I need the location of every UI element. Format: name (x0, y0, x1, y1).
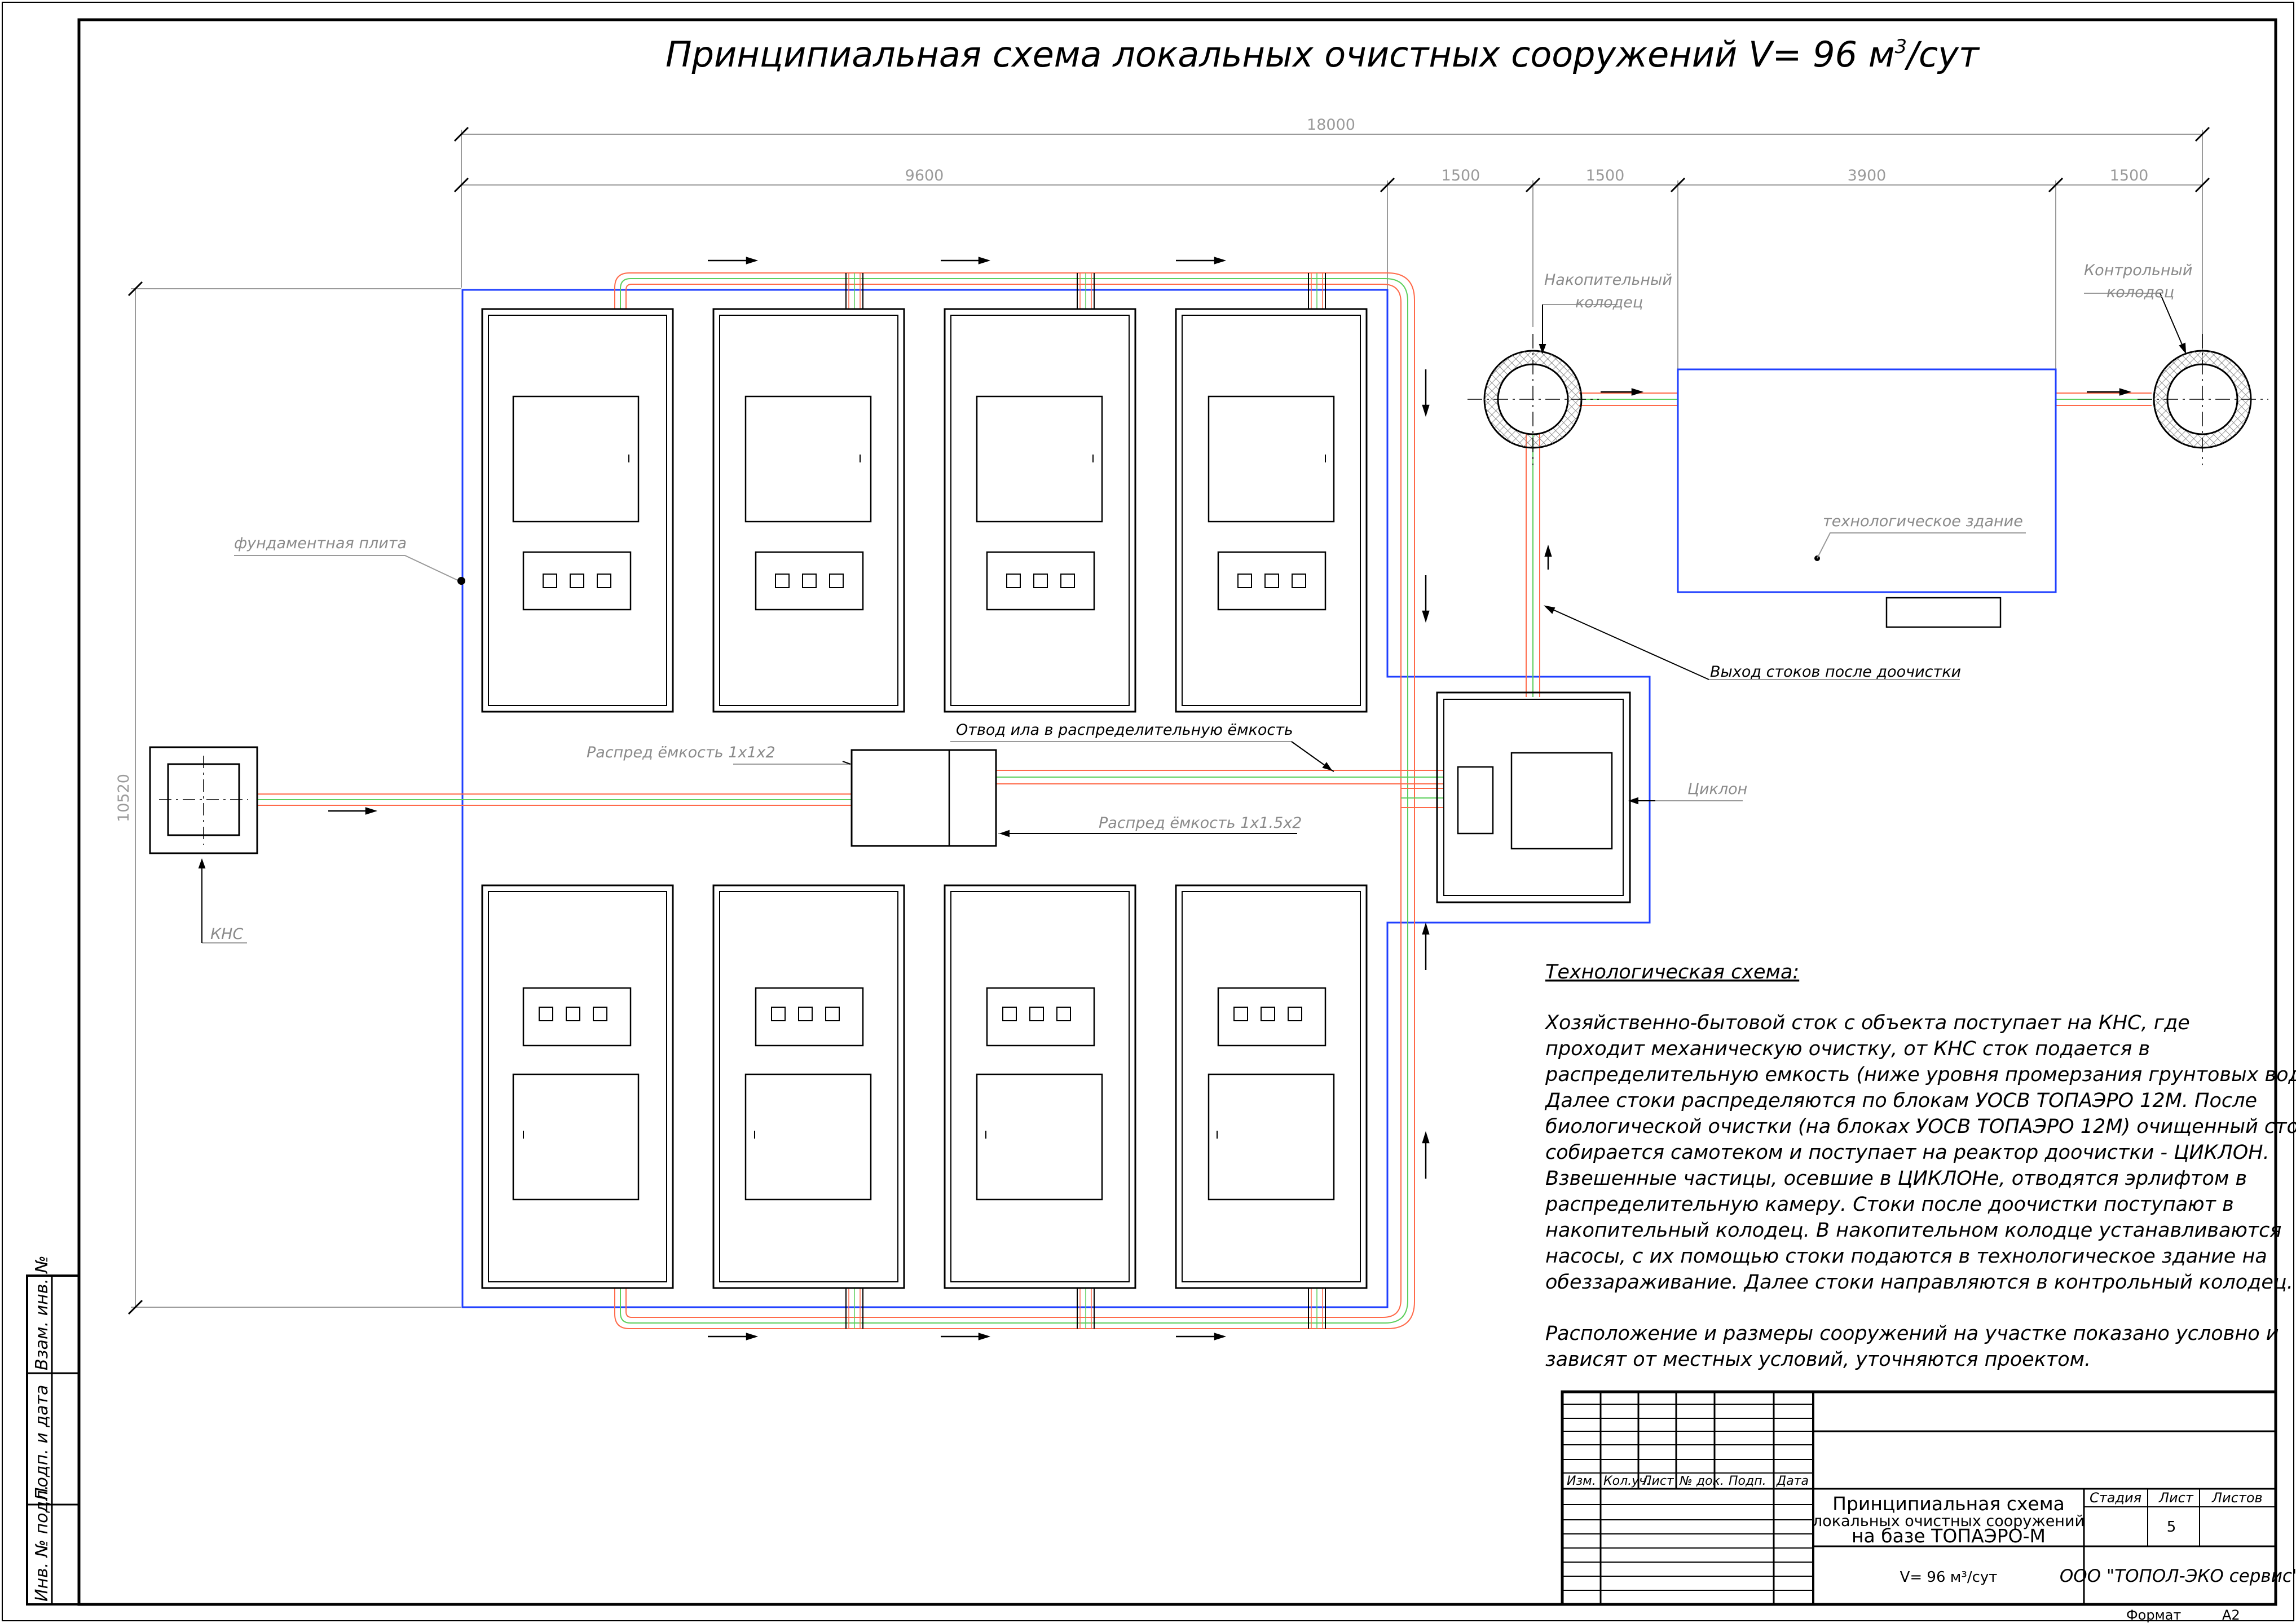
tb-sheets-label: Листов (2211, 1490, 2263, 1506)
tb-col-koluch: Кол.уч. (1603, 1474, 1650, 1488)
process-description: Технологическая схема: Хозяйственно-быто… (1544, 961, 2296, 1371)
treatment-block (1175, 884, 1368, 1289)
treatment-block (481, 884, 674, 1289)
tb-sheet-label: Лист (2158, 1490, 2194, 1506)
title-block (1561, 1390, 2277, 1606)
label-dist-large: Распред ёмкость 1х1.5х2 (1099, 814, 1302, 832)
description-note: зависят от местных условий, уточняются п… (1545, 1348, 2091, 1371)
label-kns: КНС (210, 925, 243, 943)
tb-stage-label: Стадия (2090, 1490, 2141, 1506)
label-control-well-2: колодец (2106, 284, 2174, 301)
side-stamp-column: Взам. инв. № Подп. и дата Инв. № подл. (26, 1255, 80, 1606)
pipelines (257, 272, 2152, 1329)
description-line: проходит механическую очистку, от КНС ст… (1545, 1038, 2150, 1060)
description-note: Расположение и размеры сооружений на уча… (1545, 1322, 2279, 1345)
description-line: насосы, с их помощью стоки подаются в те… (1545, 1245, 2267, 1268)
description-line: распределительную емкость (ниже уровня п… (1545, 1064, 2296, 1086)
dim-9600: 9600 (905, 167, 944, 184)
tb-sheet-number: 5 (2167, 1519, 2176, 1536)
label-storage-well-2: колодец (1575, 294, 1643, 311)
description-line: Взвешенные частицы, осевшие в ЦИКЛОНе, о… (1545, 1167, 2247, 1190)
foundation-plate-outline (461, 289, 1651, 1308)
control-well (2138, 334, 2268, 465)
tb-doc-title-3: на базе ТОПАЭРО-М (1852, 1525, 2046, 1547)
leader-lines (202, 293, 2160, 943)
label-storage-well-1: Накопительный (1544, 271, 1672, 289)
treatment-block (944, 308, 1136, 713)
diagram-labels: фундаментная плита Накопительный колодец… (210, 262, 2192, 943)
tb-col-ndok: № док. (1679, 1474, 1724, 1488)
diagram-labels-dark: Выход стоков после доочистки Отвод ила в… (956, 663, 1961, 739)
description-line: Хозяйственно-бытовой сток с объекта пост… (1544, 1012, 2190, 1034)
description-line: распределительную камеру. Стоки после до… (1545, 1193, 2234, 1216)
distribution-tank (850, 749, 997, 847)
treatment-block (481, 308, 674, 713)
dim-total: 18000 (1307, 116, 1355, 134)
dim-1500-c: 1500 (2110, 167, 2149, 184)
description-line: Далее стоки распределяются по блокам УОС… (1544, 1090, 2257, 1112)
description-line: обеззараживание. Далее стоки направляютс… (1545, 1271, 2293, 1294)
dim-height: 10520 (115, 774, 133, 822)
cyclone-reactor (1436, 691, 1631, 903)
tech-building (1677, 368, 2057, 628)
kns-station (149, 746, 258, 854)
dim-3900: 3900 (1848, 167, 1887, 184)
tb-col-data: Дата (1776, 1474, 1809, 1488)
treatment-blocks-top (481, 308, 1368, 713)
treatment-block (712, 884, 905, 1289)
format-value: А2 (2222, 1607, 2240, 1623)
format-label: Формат (2126, 1607, 2181, 1623)
treatment-block (712, 308, 905, 713)
dimension-values: 18000 9600 1500 1500 3900 1500 10520 (115, 116, 2148, 822)
dim-1500-a: 1500 (1442, 167, 1480, 184)
treatment-block (944, 884, 1136, 1289)
label-outflow: Выход стоков после доочистки (1710, 663, 1961, 681)
tb-doc-title-2: локальных очистных сооружений (1813, 1512, 2085, 1530)
tb-capacity: V= 96 м³/сут (1900, 1569, 1998, 1586)
label-sludge: Отвод ила в распределительную ёмкость (956, 721, 1293, 739)
storage-well (1467, 334, 1599, 465)
label-dist-small: Распред ёмкость 1х1х2 (587, 744, 775, 761)
description-heading: Технологическая схема: (1545, 961, 1799, 983)
stamp-inv-mutual: Взам. инв. № (32, 1255, 52, 1370)
label-control-well-1: Контрольный (2084, 262, 2192, 279)
stamp-inv-orig: Инв. № подл. (32, 1485, 52, 1602)
label-cyclone: Циклон (1687, 780, 1747, 798)
tb-col-izm: Изм. (1567, 1474, 1596, 1488)
description-line: собирается самотеком и поступает на реак… (1545, 1141, 2269, 1164)
label-foundation: фундаментная плита (234, 535, 407, 552)
dimension-lines (131, 130, 2203, 1308)
drawing-frame (77, 18, 2277, 1606)
flow-arrows (328, 257, 2132, 1340)
dim-1500-b: 1500 (1586, 167, 1625, 184)
tb-company: ООО "ТОПОЛ-ЭКО сервис" (2060, 1566, 2296, 1586)
dimension-ticks (127, 126, 2210, 1315)
tb-col-podp: Подп. (1729, 1474, 1766, 1488)
treatment-blocks-bottom (481, 884, 1368, 1289)
title-block-text: Изм. Кол.уч. Лист № док. Подп. Дата Прин… (1567, 1474, 2296, 1586)
description-line: биологической очистки (на блоках УОСВ ТО… (1545, 1115, 2296, 1138)
stamp-sign-date: Подп. и дата (32, 1385, 52, 1500)
drawing-title: Принципиальная схема локальных очистных … (666, 34, 1980, 75)
treatment-block (1175, 308, 1368, 713)
description-line: накопительный колодец. В накопительном к… (1545, 1219, 2281, 1242)
leader-pointers (198, 293, 2187, 943)
label-tech-building: технологическое здание (1823, 513, 2023, 530)
tb-doc-title-1: Принципиальная схема (1832, 1493, 2065, 1515)
tb-col-list: Лист (1642, 1474, 1674, 1488)
